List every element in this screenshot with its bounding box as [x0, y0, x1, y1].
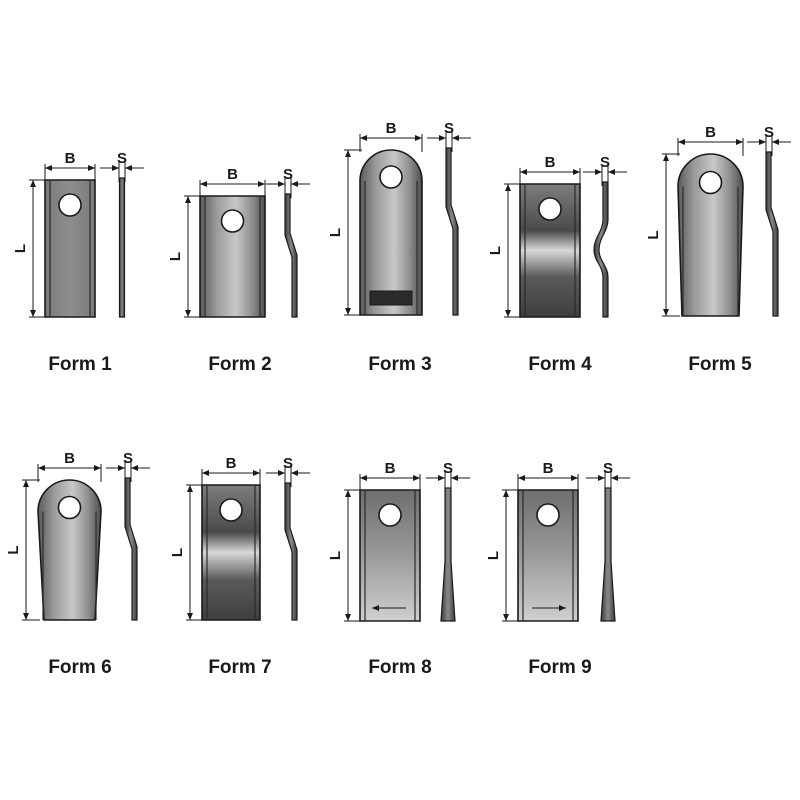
s-dimension-label: S	[283, 455, 293, 472]
b-dimension-label: B	[386, 120, 397, 137]
blade-side-view	[765, 151, 779, 317]
blade-side-view	[124, 477, 138, 621]
s-dimension-label: S	[117, 150, 127, 167]
mounting-hole	[219, 498, 243, 522]
mounting-hole	[536, 503, 560, 527]
blade-slot	[369, 290, 413, 306]
mounting-hole	[378, 503, 402, 527]
blade-form-5: B S L Form 5	[645, 124, 791, 375]
l-dimension-label: L	[327, 551, 344, 560]
mounting-hole	[698, 170, 723, 195]
l-dimension-label: L	[169, 548, 186, 557]
blade-form-8: B S L Form 8	[327, 460, 470, 678]
form-caption: Form 5	[688, 354, 752, 375]
form-caption: Form 4	[528, 354, 592, 375]
b-dimension-label: B	[705, 124, 716, 141]
blade-form-9: B S L Form 9	[485, 460, 630, 678]
blade-side-view	[440, 487, 456, 622]
s-dimension-label: S	[600, 154, 610, 171]
blade-side-view	[445, 147, 459, 316]
blade-side-view	[600, 487, 616, 622]
mounting-hole	[538, 197, 562, 221]
s-dimension-label: S	[123, 450, 133, 467]
b-dimension-label: B	[545, 154, 556, 171]
mounting-hole	[58, 193, 82, 217]
l-dimension-label: L	[12, 244, 29, 253]
s-dimension-label: S	[443, 460, 453, 477]
b-dimension-label: B	[65, 150, 76, 167]
s-dimension-label: S	[283, 166, 293, 183]
blade-side-view	[284, 482, 298, 621]
blade-front-view	[201, 484, 261, 621]
blade-front-view	[359, 149, 423, 316]
l-dimension-label: L	[5, 545, 22, 554]
blade-form-2: B S L Form 2	[167, 166, 310, 375]
blade-form-3: B S L Form 3	[327, 120, 471, 375]
b-dimension-label: B	[64, 450, 75, 467]
mounting-hole	[220, 209, 245, 233]
form-caption: Form 9	[528, 657, 591, 678]
blade-front-view	[359, 489, 421, 622]
blade-form-6: B S L Form 6	[5, 450, 150, 678]
blade-front-view	[37, 479, 102, 621]
blade-form-1: B S L Form 1	[12, 150, 144, 375]
s-dimension-label: S	[603, 460, 613, 477]
blade-side-view	[284, 193, 298, 318]
blade-front-view	[199, 195, 266, 318]
b-dimension-label: B	[226, 455, 237, 472]
l-dimension-label: L	[487, 246, 504, 255]
blade-side-view	[118, 177, 126, 318]
blade-front-view	[519, 183, 581, 318]
form-caption: Form 8	[368, 657, 431, 678]
form-caption: Form 2	[208, 354, 271, 375]
form-caption: Form 1	[48, 354, 112, 375]
l-dimension-label: L	[167, 252, 184, 261]
l-dimension-label: L	[645, 230, 662, 239]
l-dimension-label: L	[485, 551, 502, 560]
s-dimension-label: S	[764, 124, 774, 141]
blade-form-7: B S L Form 7	[169, 455, 310, 678]
form-caption: Form 6	[48, 657, 111, 678]
b-dimension-label: B	[227, 166, 238, 183]
mounting-hole	[57, 495, 82, 520]
s-dimension-label: S	[444, 120, 454, 137]
b-dimension-label: B	[543, 460, 554, 477]
l-dimension-label: L	[327, 228, 344, 237]
blade-front-view	[44, 179, 96, 318]
form-caption: Form 7	[208, 657, 271, 678]
form-caption: Form 3	[368, 354, 431, 375]
b-dimension-label: B	[385, 460, 396, 477]
blade-front-view	[517, 489, 579, 622]
blade-side-view	[593, 181, 609, 318]
blade-form-4: B S L Form 4	[487, 154, 627, 375]
blade-front-view	[677, 153, 744, 317]
mounting-hole	[379, 165, 403, 189]
